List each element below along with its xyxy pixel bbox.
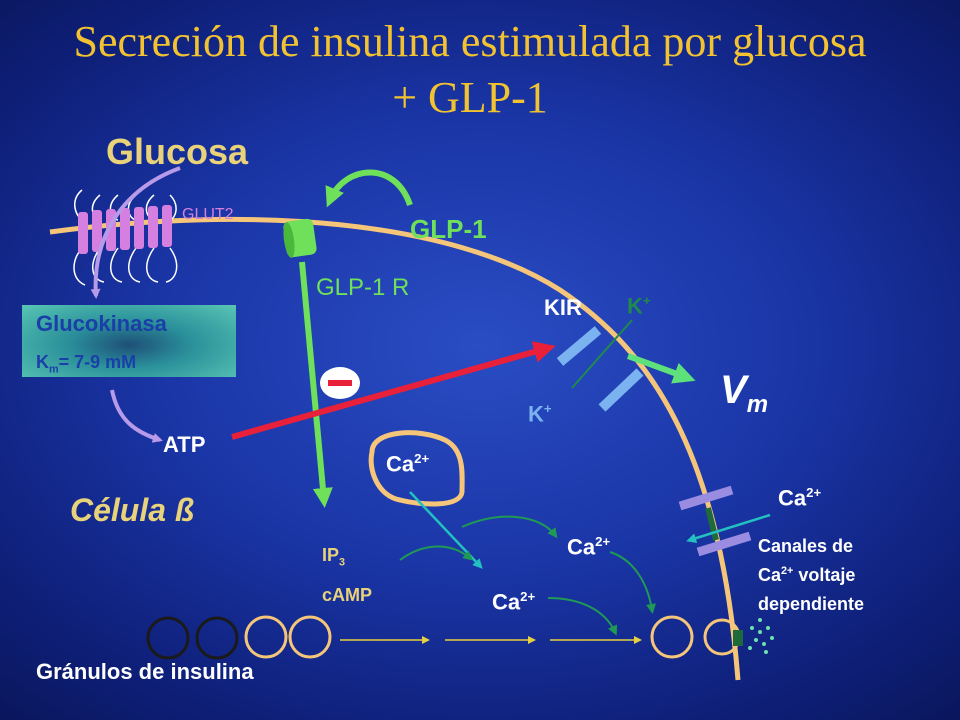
camp-label: cAMP	[322, 585, 373, 605]
vm-arrow	[626, 353, 696, 384]
glucokinase-box: Glucokinasa Km= 7-9 mM	[22, 305, 236, 377]
k-ion-label-inside: K+	[528, 401, 552, 427]
ca-channel-icon	[678, 485, 752, 557]
glucosa-label: Glucosa	[106, 131, 249, 172]
ca-store-label: Ca2+	[386, 451, 430, 477]
atp-label: ATP	[163, 432, 206, 457]
glp1-binding-arrow	[325, 169, 413, 208]
minus-bar	[328, 380, 352, 386]
ca-store-organelle	[368, 430, 465, 507]
km-label: Km= 7-9 mM	[36, 352, 137, 376]
glp1r-label: GLP-1 R	[316, 274, 410, 301]
released-insulin-dots	[748, 618, 774, 654]
slide-title-line2: + GLP-1	[392, 73, 548, 122]
ca-to-granule-arrow-2	[547, 597, 618, 636]
glp1r-signal-arrow	[299, 261, 333, 508]
ca-cytosol-label-1: Ca2+	[567, 534, 611, 560]
slide-title-line1: Secreción de insulina estimulada por glu…	[73, 17, 867, 66]
cell-membrane	[49, 216, 741, 681]
glp1-label: GLP-1	[410, 214, 487, 244]
glut2-label: GLUT2	[182, 206, 234, 223]
celula-label: Célula ß	[70, 492, 195, 528]
glucose-entry-arrow	[90, 166, 181, 299]
ca-influx-arrow	[686, 513, 771, 543]
exocytosis-pore	[733, 630, 743, 646]
kir-label: KIR	[544, 295, 582, 320]
glucokinase-label: Glucokinasa	[36, 311, 167, 336]
glut2-helices	[78, 205, 172, 254]
glucokinase-atp-arrow	[110, 389, 163, 443]
atp-inhibition-arrow	[231, 341, 556, 440]
ip3-label: IP3	[322, 545, 346, 569]
ca-cytosol-label-2: Ca2+	[492, 589, 536, 615]
insulin-granules	[146, 615, 741, 660]
ca-channel-caption-line3: dependiente	[758, 594, 865, 614]
ip3-arrow	[399, 545, 474, 561]
glp1-receptor-icon	[283, 218, 317, 258]
kir-channel-icon	[556, 326, 644, 412]
k-efflux-arrow	[571, 319, 633, 389]
ca-channel-caption-line2: Ca2+ voltaje	[758, 565, 856, 585]
ca-channel-caption-line1: Canales de	[758, 536, 854, 556]
k-ion-label-outside: K+	[627, 293, 651, 319]
ca-to-granule-arrow-1	[609, 551, 656, 614]
camp-arrow	[461, 515, 558, 539]
granulos-label: Gránulos de insulina	[36, 659, 254, 684]
vm-label: Vm	[720, 368, 769, 418]
ca-extracellular-label: Ca2+	[778, 485, 822, 511]
